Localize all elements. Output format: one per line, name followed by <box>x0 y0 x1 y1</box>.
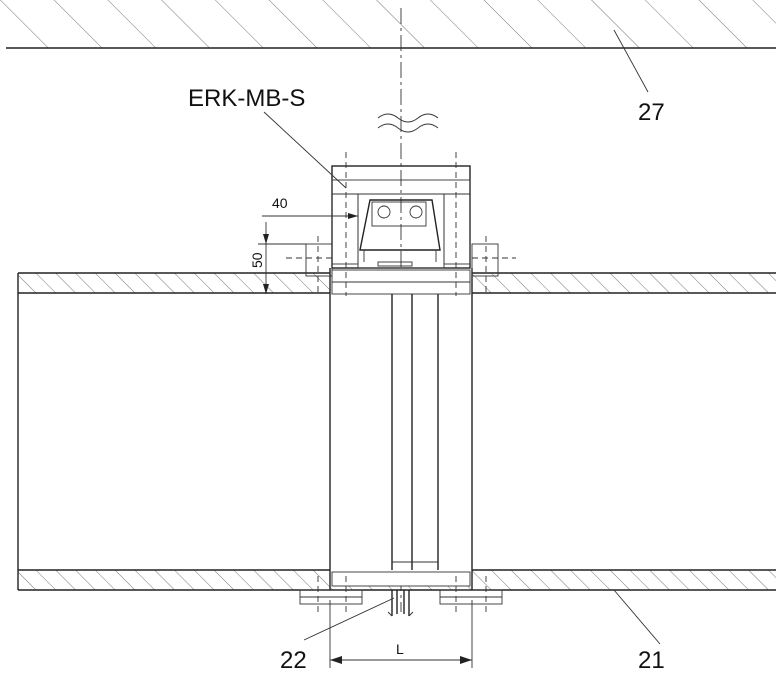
damper-body <box>329 268 473 590</box>
fixing-label: 22 <box>280 647 307 674</box>
dimension-40: 40 <box>262 195 359 222</box>
ceiling-slab <box>0 0 776 49</box>
top-fixing-blocks <box>286 243 516 277</box>
dim-L-label: L <box>396 641 404 657</box>
dimension-L: L <box>329 600 473 668</box>
duct-label: 21 <box>638 647 665 674</box>
break-symbol <box>377 113 439 133</box>
dim-50-label: 50 <box>249 252 265 268</box>
ceiling-label: 27 <box>638 99 665 126</box>
dimension-50: 50 <box>249 222 306 294</box>
dim-40-label: 40 <box>272 195 288 211</box>
bottom-fixing-brackets <box>299 589 503 617</box>
erk-mb-s-housing <box>331 165 471 269</box>
product-label: ERK-MB-S <box>188 85 305 112</box>
leader-lines <box>263 29 661 645</box>
dashed-guides <box>317 152 487 616</box>
